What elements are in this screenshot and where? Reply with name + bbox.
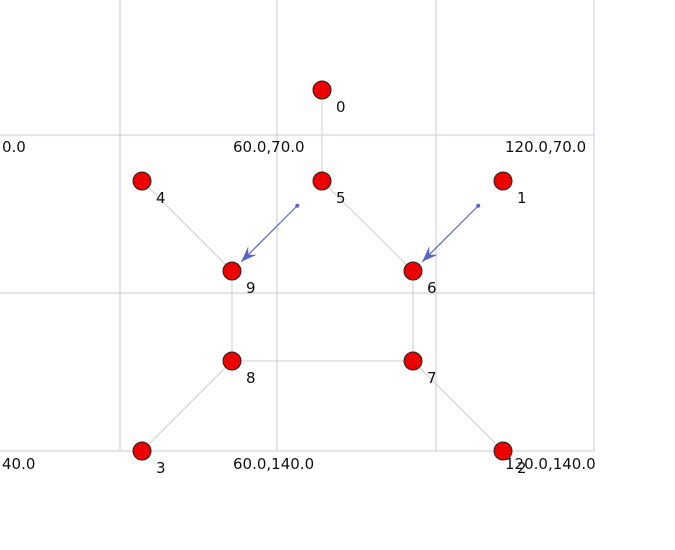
node-label: 4 bbox=[156, 189, 166, 207]
edges bbox=[141, 90, 504, 452]
node-label: 5 bbox=[336, 189, 346, 207]
node-4[interactable]: 4 bbox=[132, 171, 166, 207]
node-9[interactable]: 9 bbox=[222, 261, 256, 297]
directed-edge-5-9[interactable] bbox=[240, 203, 300, 263]
node-circle[interactable] bbox=[222, 351, 242, 371]
node-label: 7 bbox=[427, 369, 437, 387]
coord-label-60-140: 60.0,140.0 bbox=[233, 455, 314, 473]
coord-label-120-140: 120.0,140.0 bbox=[505, 455, 596, 473]
arrowhead-icon bbox=[422, 246, 438, 262]
coord-label-left-bottom: 40.0 bbox=[2, 455, 35, 473]
edge-3-8[interactable] bbox=[141, 360, 233, 452]
node-circle[interactable] bbox=[403, 351, 423, 371]
node-6[interactable]: 6 bbox=[403, 261, 437, 297]
node-circle[interactable] bbox=[312, 171, 332, 191]
grid bbox=[0, 0, 595, 452]
directed-edge-tail-dot bbox=[295, 203, 300, 208]
edge-7-2[interactable] bbox=[412, 360, 504, 452]
coord-label-120-70: 120.0,70.0 bbox=[505, 138, 586, 156]
coord-label-left-top: 0.0 bbox=[2, 138, 26, 156]
directed-edge-tail-dot bbox=[476, 203, 481, 208]
node-7[interactable]: 7 bbox=[403, 351, 437, 387]
edge-5-6[interactable] bbox=[321, 180, 414, 272]
directed-edge-1-6[interactable] bbox=[421, 203, 481, 263]
coord-label-60-70: 60.0,70.0 bbox=[233, 138, 305, 156]
node-label: 9 bbox=[246, 279, 256, 297]
directed-edges bbox=[240, 203, 481, 263]
node-5[interactable]: 5 bbox=[312, 171, 346, 207]
node-label: 1 bbox=[517, 189, 527, 207]
node-label: 0 bbox=[336, 98, 346, 116]
edge-4-9[interactable] bbox=[141, 180, 233, 272]
node-circle[interactable] bbox=[132, 171, 152, 191]
node-1[interactable]: 1 bbox=[493, 171, 527, 207]
node-circle[interactable] bbox=[312, 80, 332, 100]
node-2[interactable]: 2 bbox=[493, 441, 527, 477]
node-label: 3 bbox=[156, 459, 166, 477]
directed-edge-line bbox=[240, 205, 298, 263]
node-circle[interactable] bbox=[403, 261, 423, 281]
node-circle[interactable] bbox=[493, 441, 513, 461]
node-circle[interactable] bbox=[222, 261, 242, 281]
node-circle[interactable] bbox=[493, 171, 513, 191]
coordinate-labels: 0.0 60.0,70.0 120.0,70.0 40.0 60.0,140.0… bbox=[2, 138, 596, 473]
node-3[interactable]: 3 bbox=[132, 441, 166, 477]
directed-edge-line bbox=[421, 205, 479, 263]
node-8[interactable]: 8 bbox=[222, 351, 256, 387]
node-label: 6 bbox=[427, 279, 437, 297]
node-label: 2 bbox=[517, 459, 527, 477]
arrowhead-icon bbox=[241, 246, 257, 262]
node-label: 8 bbox=[246, 369, 256, 387]
node-circle[interactable] bbox=[132, 441, 152, 461]
nodes: 0 1 2 3 4 5 6 7 8 9 bbox=[132, 80, 527, 477]
node-0[interactable]: 0 bbox=[312, 80, 346, 116]
